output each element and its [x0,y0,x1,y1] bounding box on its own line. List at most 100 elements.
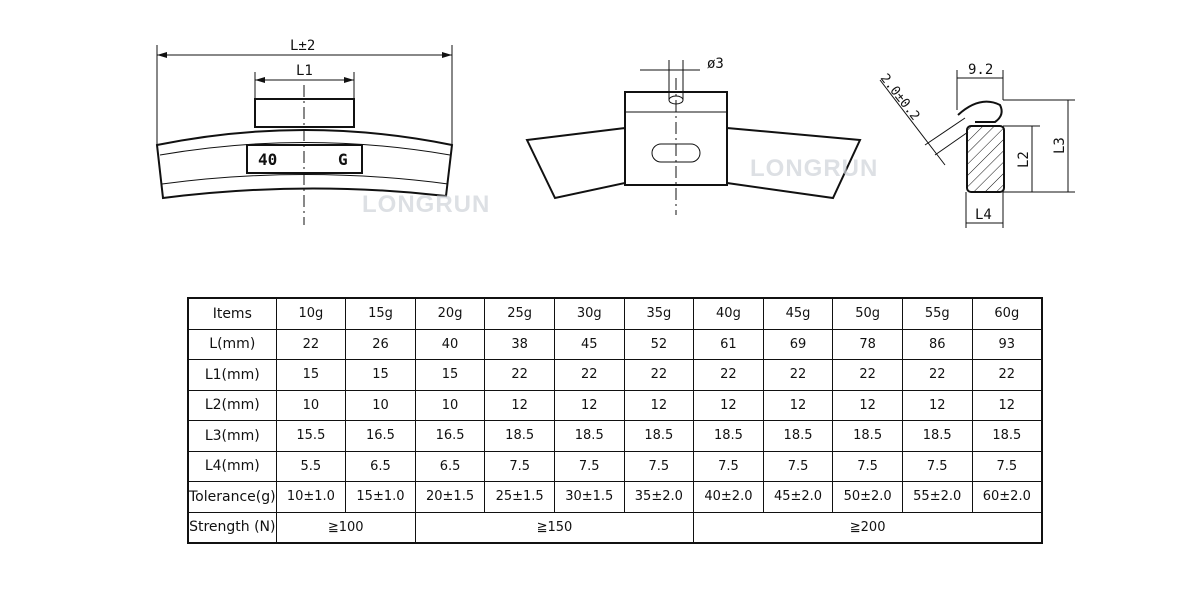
table-cell: 12 [553,389,625,421]
table-cell: 18.5 [832,420,903,452]
table-cell: 12 [623,389,695,421]
column-header: 10g [275,297,347,330]
table-cell: 12 [693,389,764,421]
table-cell: 7.5 [832,450,903,482]
table-cell: 86 [901,328,973,360]
table-cell: 18.5 [553,420,625,452]
strength-cell: ≧100 [275,511,416,544]
row-label: L(mm) [187,328,277,360]
table-cell: 18.5 [623,420,695,452]
table-cell: 10 [345,389,416,421]
table-cell: 45±2.0 [762,481,834,513]
table-cell: 55±2.0 [901,481,973,513]
column-header: 50g [832,297,903,330]
table-cell: 15.5 [275,420,347,452]
table-cell: 26 [345,328,416,360]
dim-l4-label: L4 [975,207,992,223]
dim-l3-label: L3 [1052,137,1068,154]
table-cell: 10 [275,389,347,421]
table-cell: 7.5 [971,450,1043,482]
front-view: L±2 L1 40 G LONGRUN [155,38,490,225]
table-cell: 22 [484,359,555,391]
table-cell: 15 [414,359,486,391]
column-header: 60g [971,297,1043,330]
dim-thickness-label: 2.0±0.2 [877,71,923,123]
table-cell: 12 [971,389,1043,421]
table-cell: 35±2.0 [623,481,695,513]
header-label: Items [187,297,277,330]
table-cell: 60±2.0 [971,481,1043,513]
dim-hole-label: ø3 [707,56,724,72]
table-cell: 25±1.5 [484,481,555,513]
dim-length-label: L±2 [290,38,315,54]
table-cell: 10 [414,389,486,421]
table-cell: 22 [553,359,625,391]
watermark: LONGRUN [362,191,490,218]
column-header: 45g [762,297,834,330]
column-header: 20g [414,297,486,330]
table-cell: 22 [971,359,1043,391]
row-label: L4(mm) [187,450,277,482]
clip [254,98,355,128]
stamp-weight: 40 [258,150,277,169]
table-cell: 7.5 [484,450,555,482]
side-view: 9.2 L2 L3 L4 2.0±0.2 [877,62,1075,228]
table-cell: 22 [832,359,903,391]
table-cell: 50±2.0 [832,481,903,513]
strength-row: Strength (N)≧100≧150≧200 [187,511,1043,544]
strength-cell: ≧200 [693,511,1043,544]
table-cell: 18.5 [484,420,555,452]
table-cell: 16.5 [345,420,416,452]
table-cell: 40 [414,328,486,360]
stamp-letter: G [338,150,348,169]
strength-cell: ≧150 [414,511,695,544]
table-cell: 38 [484,328,555,360]
table-cell: 12 [484,389,555,421]
dim-l2-label: L2 [1016,151,1032,168]
table-cell: 5.5 [275,450,347,482]
table-cell: 7.5 [623,450,695,482]
table-cell: 52 [623,328,695,360]
table-cell: 7.5 [901,450,973,482]
table-cell: 16.5 [414,420,486,452]
table-cell: 12 [832,389,903,421]
table-cell: 69 [762,328,834,360]
table-cell: 12 [901,389,973,421]
dim-width-label: 9.2 [968,62,993,78]
table-cell: 22 [901,359,973,391]
table-cell: 18.5 [901,420,973,452]
column-header: 15g [345,297,416,330]
watermark-2: LONGRUN [750,155,878,182]
table-cell: 45 [553,328,625,360]
table-cell: 20±1.5 [414,481,486,513]
table-cell: 6.5 [345,450,416,482]
top-view: ø3 LONGRUN [525,56,878,215]
table-cell: 22 [623,359,695,391]
table-cell: 93 [971,328,1043,360]
table-cell: 6.5 [414,450,486,482]
table-cell: 15±1.0 [345,481,416,513]
table-cell: 61 [693,328,764,360]
table-cell: 15 [275,359,347,391]
column-header: 35g [623,297,695,330]
table-cell: 15 [345,359,416,391]
row-label: Strength (N) [187,511,277,544]
table-cell: 30±1.5 [553,481,625,513]
table-cell: 40±2.0 [693,481,764,513]
weight-body [155,129,454,200]
row-label: L1(mm) [187,359,277,391]
column-header: 40g [693,297,764,330]
table-cell: 10±1.0 [275,481,347,513]
table-cell: 18.5 [693,420,764,452]
table-cell: 12 [762,389,834,421]
column-header: 25g [484,297,555,330]
table-cell: 18.5 [971,420,1043,452]
